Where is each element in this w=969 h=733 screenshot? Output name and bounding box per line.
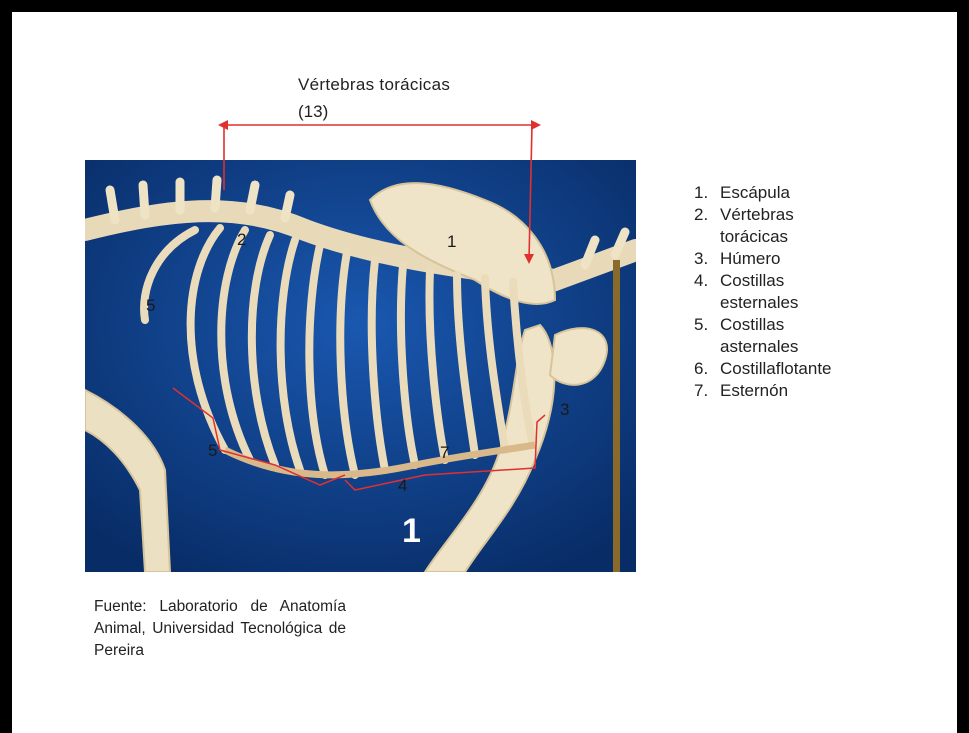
bracket-right-leg [529, 125, 532, 260]
bracket-right-arrow [531, 120, 541, 130]
bracket-down-arrow [524, 254, 534, 264]
bracket-left-arrow [218, 120, 228, 130]
